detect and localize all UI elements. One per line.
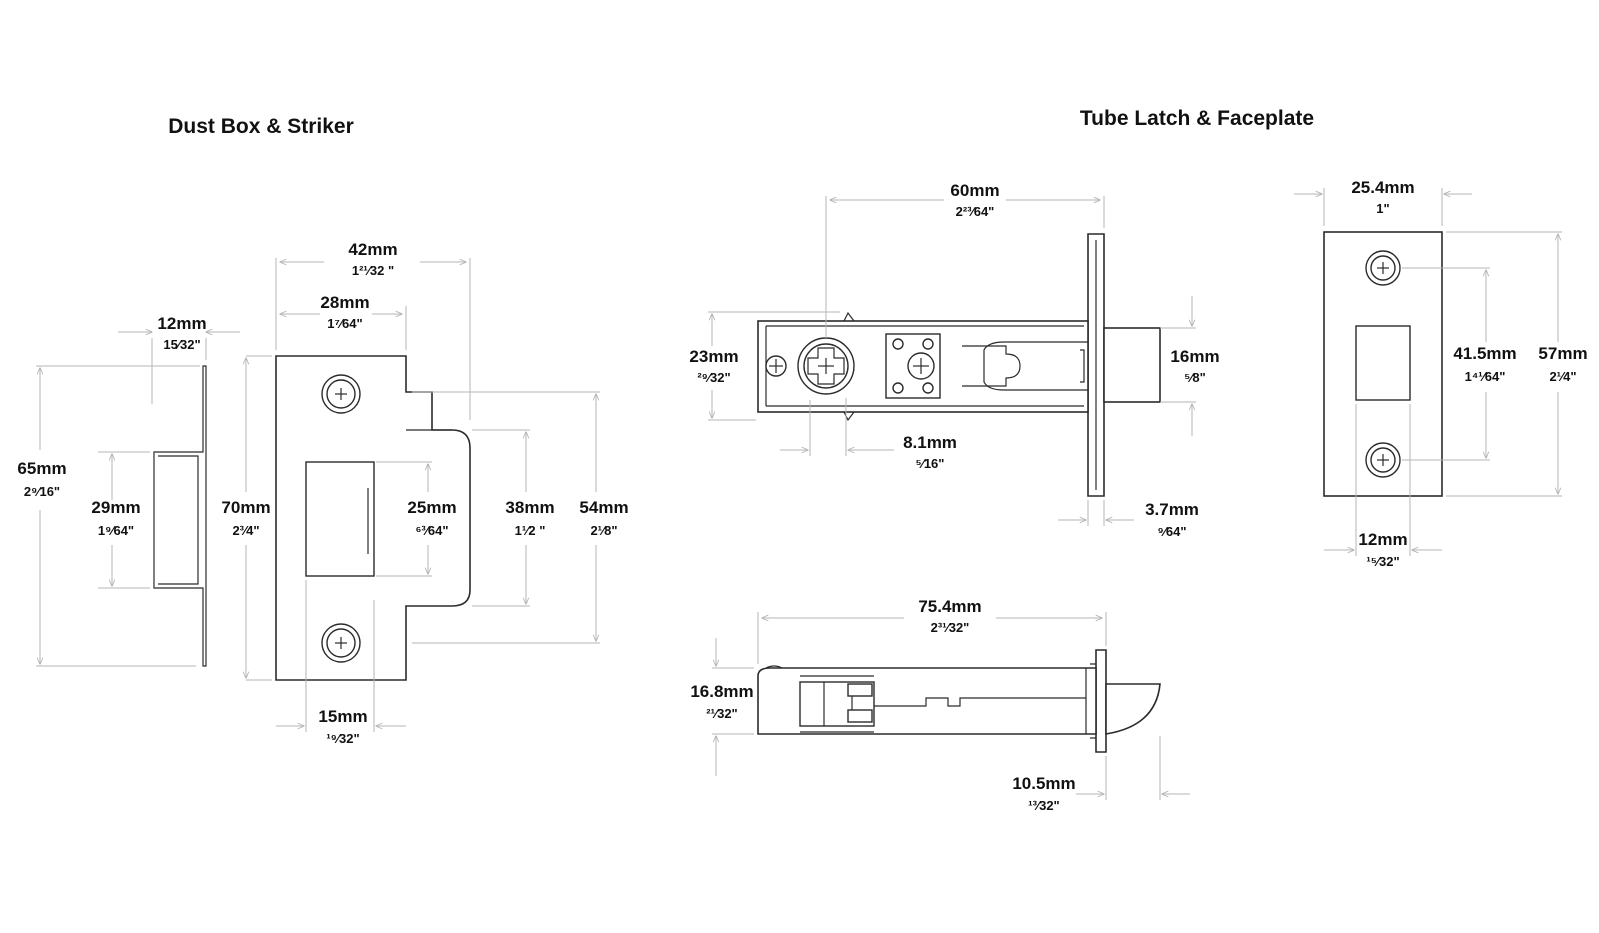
opening-width-mm: 15mm [318,707,367,726]
lip-height-mm: 38mm [505,498,554,517]
striker-width-inch: 1²¹⁄32 " [352,263,394,278]
faceplate-thickness-inch: ⁹⁄64" [1158,524,1187,539]
striker-height-mm: 70mm [221,498,270,517]
lip-height-inch: 1¹⁄2 " [515,523,546,538]
backset-inch: 2²³⁄64" [956,204,995,219]
striker-width-mm: 42mm [348,240,397,259]
faceplate-width-inch: 1" [1376,201,1389,216]
dust-box-width-inch: 15⁄32" [163,337,200,352]
body-height-inch: ²⁹⁄32" [697,370,730,385]
latch-height-inch: ⁵⁄8" [1184,370,1206,385]
striker-plate-width-inch: 1⁷⁄64" [327,316,362,331]
faceplate-drawing [1323,231,1443,497]
section-title-dust-box: Dust Box & Striker [168,115,354,138]
screw-centres-mm: 54mm [579,498,628,517]
dust-box-height-inch: 1⁹⁄64" [98,523,134,538]
follower-offset-inch: ⁵⁄16" [916,456,945,471]
side-body-height-mm: 16.8mm [690,682,753,701]
opening-width-inch: ¹⁹⁄32" [326,731,359,746]
backset-mm: 60mm [950,181,999,200]
dust-box-drawing [153,365,207,667]
faceplate-screw-centres-inch: 1⁴¹⁄64" [1465,369,1506,384]
flange-height-inch: 2⁹⁄16" [24,484,60,499]
screw-centres-inch: 2¹⁄8" [590,523,617,538]
striker-plate-width-mm: 28mm [320,293,369,312]
faceplate-dimensions [1294,188,1562,556]
latch-projection-mm: 10.5mm [1012,774,1075,793]
latch-projection-inch: ¹³⁄32" [1028,798,1059,813]
striker-plate-drawing [275,355,471,681]
faceplate-slot-width-inch: ¹⁵⁄32" [1366,554,1399,569]
side-body-height-inch: ²¹⁄32" [706,706,737,721]
dust-box-width-mm: 12mm [157,314,206,333]
striker-dimensions [246,258,600,732]
dust-box-dimensions [36,332,240,667]
body-height-mm: 23mm [689,347,738,366]
tube-latch-side-dimensions [712,612,1190,800]
faceplate-width-mm: 25.4mm [1351,178,1414,197]
faceplate-height-mm: 57mm [1538,344,1587,363]
overall-length-inch: 2³¹⁄32" [931,620,970,635]
dust-box-height-mm: 29mm [91,498,140,517]
tube-latch-top-dimensions [708,196,1196,526]
flange-height-mm: 65mm [17,459,66,478]
opening-height-mm: 25mm [407,498,456,517]
faceplate-screw-centres-mm: 41.5mm [1453,344,1516,363]
tube-latch-side-drawing [757,649,1161,753]
opening-height-inch: ⁶³⁄64" [415,523,448,538]
follower-offset-mm: 8.1mm [903,433,957,452]
overall-length-mm: 75.4mm [918,597,981,616]
striker-height-inch: 2³⁄4" [232,523,259,538]
faceplate-thickness-mm: 3.7mm [1145,500,1199,519]
faceplate-height-inch: 2¹⁄4" [1549,369,1576,384]
latch-height-mm: 16mm [1170,347,1219,366]
faceplate-slot-width-mm: 12mm [1358,530,1407,549]
tube-latch-top-drawing [757,233,1161,497]
section-title-tube-latch: Tube Latch & Faceplate [1080,107,1314,130]
